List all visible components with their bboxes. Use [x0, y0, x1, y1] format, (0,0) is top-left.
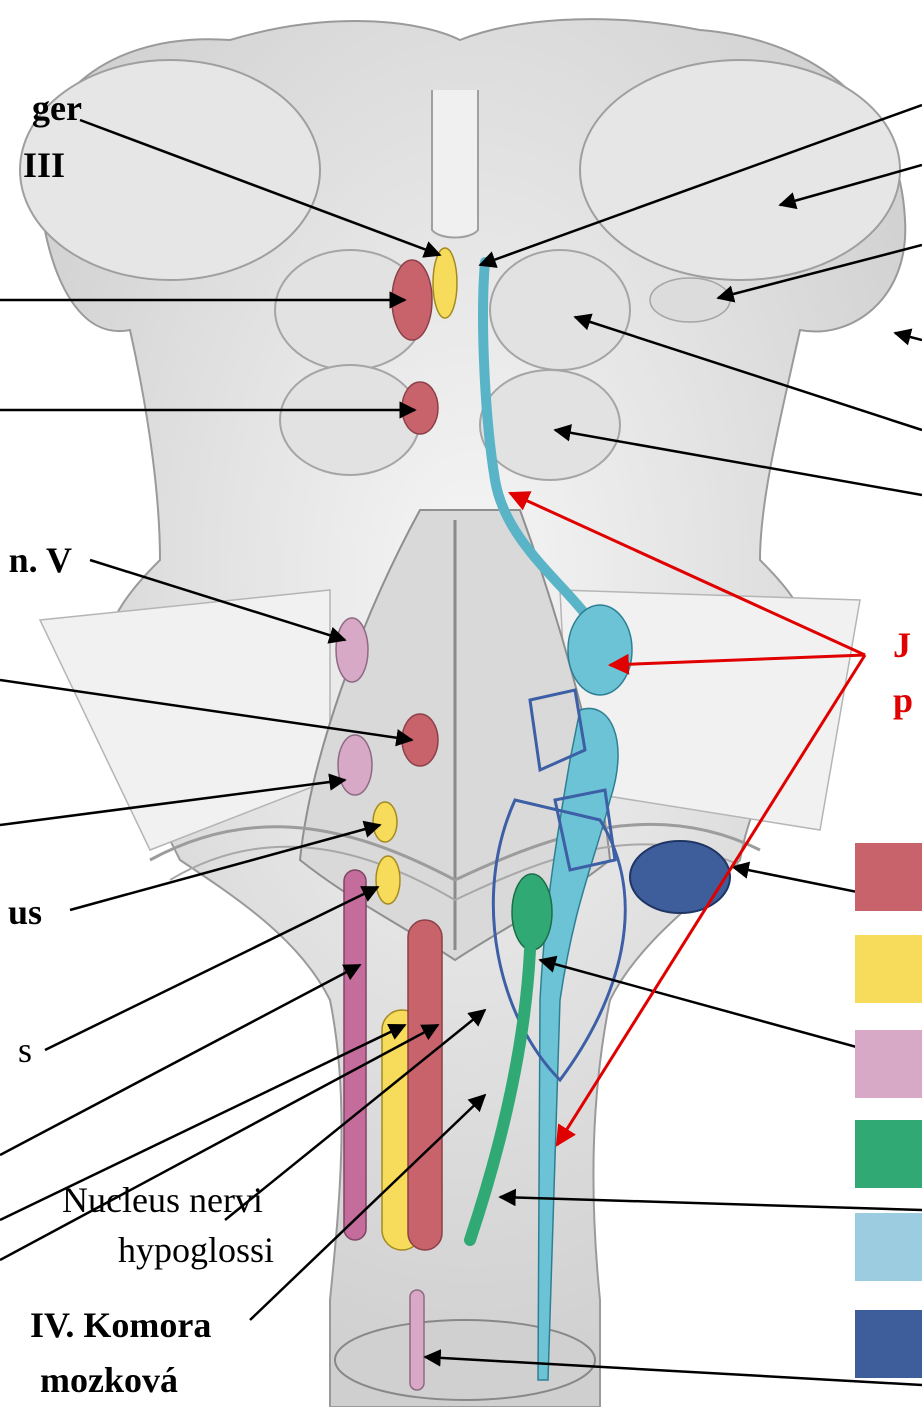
label-hypoglossi: hypoglossi [118, 1230, 274, 1270]
red-nucleus-hypoglossi [408, 920, 442, 1250]
pointer-right-4 [895, 333, 922, 340]
legend-swatch-red [855, 843, 922, 911]
darkblue-nucleus-cochlear [630, 841, 730, 913]
yellow-nucleus-salivatory-inf [376, 856, 400, 904]
label-mozkova: mozková [40, 1360, 178, 1400]
pink-nucleus-motor-v [336, 618, 368, 682]
legend-swatch-light-blue [855, 1213, 922, 1281]
label-p: p [893, 680, 913, 720]
legend-swatch-green [855, 1120, 922, 1188]
legend-swatch-yellow [855, 935, 922, 1003]
label-s: s [0, 1030, 32, 1070]
label-j: J [893, 625, 911, 665]
pink-nucleus-ambiguus [344, 870, 366, 1240]
label-n-v: n. V [0, 540, 72, 580]
legend-swatch-dark-blue [855, 1310, 922, 1378]
pink-nucleus-facial [338, 735, 372, 795]
red-nucleus-trochlear [402, 382, 438, 434]
pointer-s-2 [0, 965, 360, 1155]
pink-nucleus-accessorius [410, 1290, 424, 1390]
label-ger: ger [0, 88, 82, 128]
label-iv-komora: IV. Komora [30, 1305, 211, 1345]
label-nucleus-nervi: Nucleus nervi [62, 1180, 263, 1220]
lightblue-nucleus-principal [568, 605, 632, 695]
legend-swatch-pink [855, 1030, 922, 1098]
green-nucleus-solitary-top [512, 874, 552, 950]
yellow-nucleus-edinger [433, 248, 457, 318]
label-iii: III [0, 145, 65, 185]
yellow-nucleus-salivatory-sup [373, 802, 397, 842]
label-us: us [0, 892, 42, 932]
